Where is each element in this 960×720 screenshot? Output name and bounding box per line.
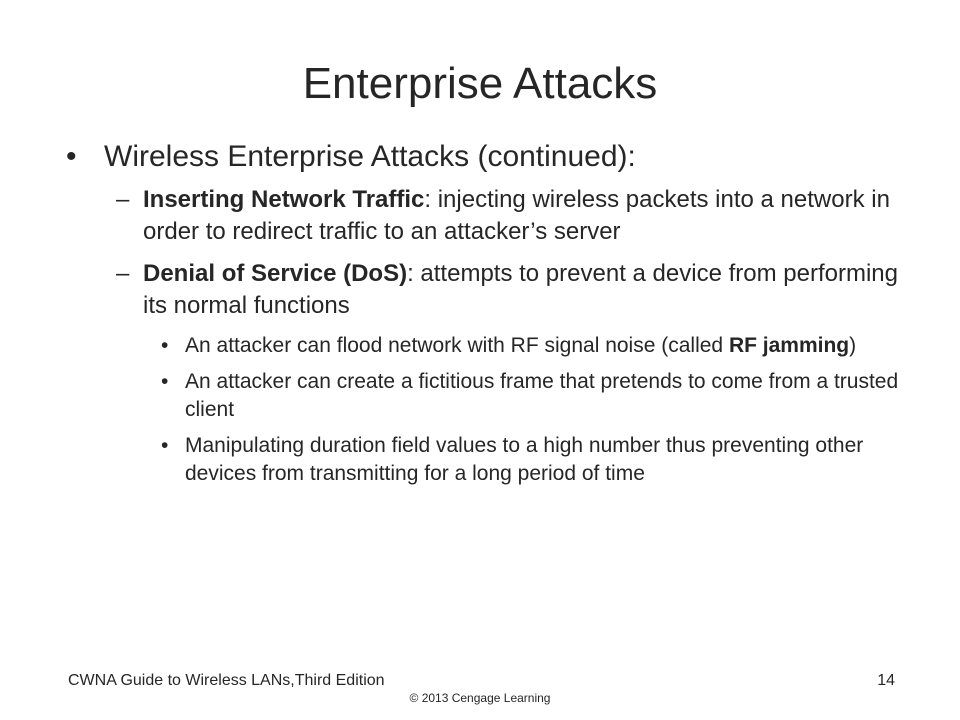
bullet-marker: •: [161, 334, 169, 357]
bullet-level2-dos: – Denial of Service (DoS): attempts to p…: [116, 258, 916, 322]
bullet-text: An attacker can create a fictitious fram…: [185, 370, 899, 421]
term-inserting-network-traffic: Inserting Network Traffic: [143, 186, 425, 213]
footer-copyright: © 2013 Cengage Learning: [409, 691, 551, 705]
footer-book-title: CWNA Guide to Wireless LANs,Third Editio…: [68, 672, 385, 689]
bullet-text: Manipulating duration field values to a …: [185, 434, 864, 485]
bullet-level1: • Wireless Enterprise Attacks (continued…: [66, 138, 916, 176]
bullet-level3-duration-field: • Manipulating duration field values to …: [161, 432, 916, 488]
bullet-level3-rf-jamming: • An attacker can flood network with RF …: [161, 332, 916, 360]
bullet-text: Wireless Enterprise Attacks (continued):: [104, 140, 636, 173]
slide-title: Enterprise Attacks: [302, 59, 658, 108]
footer-page-number: 14: [877, 672, 895, 689]
slide-content: • Wireless Enterprise Attacks (continued…: [66, 138, 916, 496]
bullet-marker: •: [66, 140, 77, 173]
bullet-text: An attacker can flood network with RF si…: [185, 334, 729, 357]
dash-marker: –: [116, 186, 130, 213]
bullet-marker: •: [161, 370, 169, 393]
definition-text: : injecting wireless packets into a netw…: [143, 186, 890, 245]
definition-text: : attempts to prevent a device from perf…: [143, 260, 898, 319]
bullet-marker: •: [161, 434, 169, 457]
term-rf-jamming: RF jamming: [728, 334, 850, 357]
bullet-level2-inserting-traffic: – Inserting Network Traffic: injecting w…: [116, 184, 916, 248]
bullet-level3-fictitious-frame: • An attacker can create a fictitious fr…: [161, 368, 916, 424]
bullet-text-end: ): [849, 334, 857, 357]
dash-marker: –: [116, 260, 130, 287]
term-denial-of-service: Denial of Service (DoS): [143, 260, 408, 287]
